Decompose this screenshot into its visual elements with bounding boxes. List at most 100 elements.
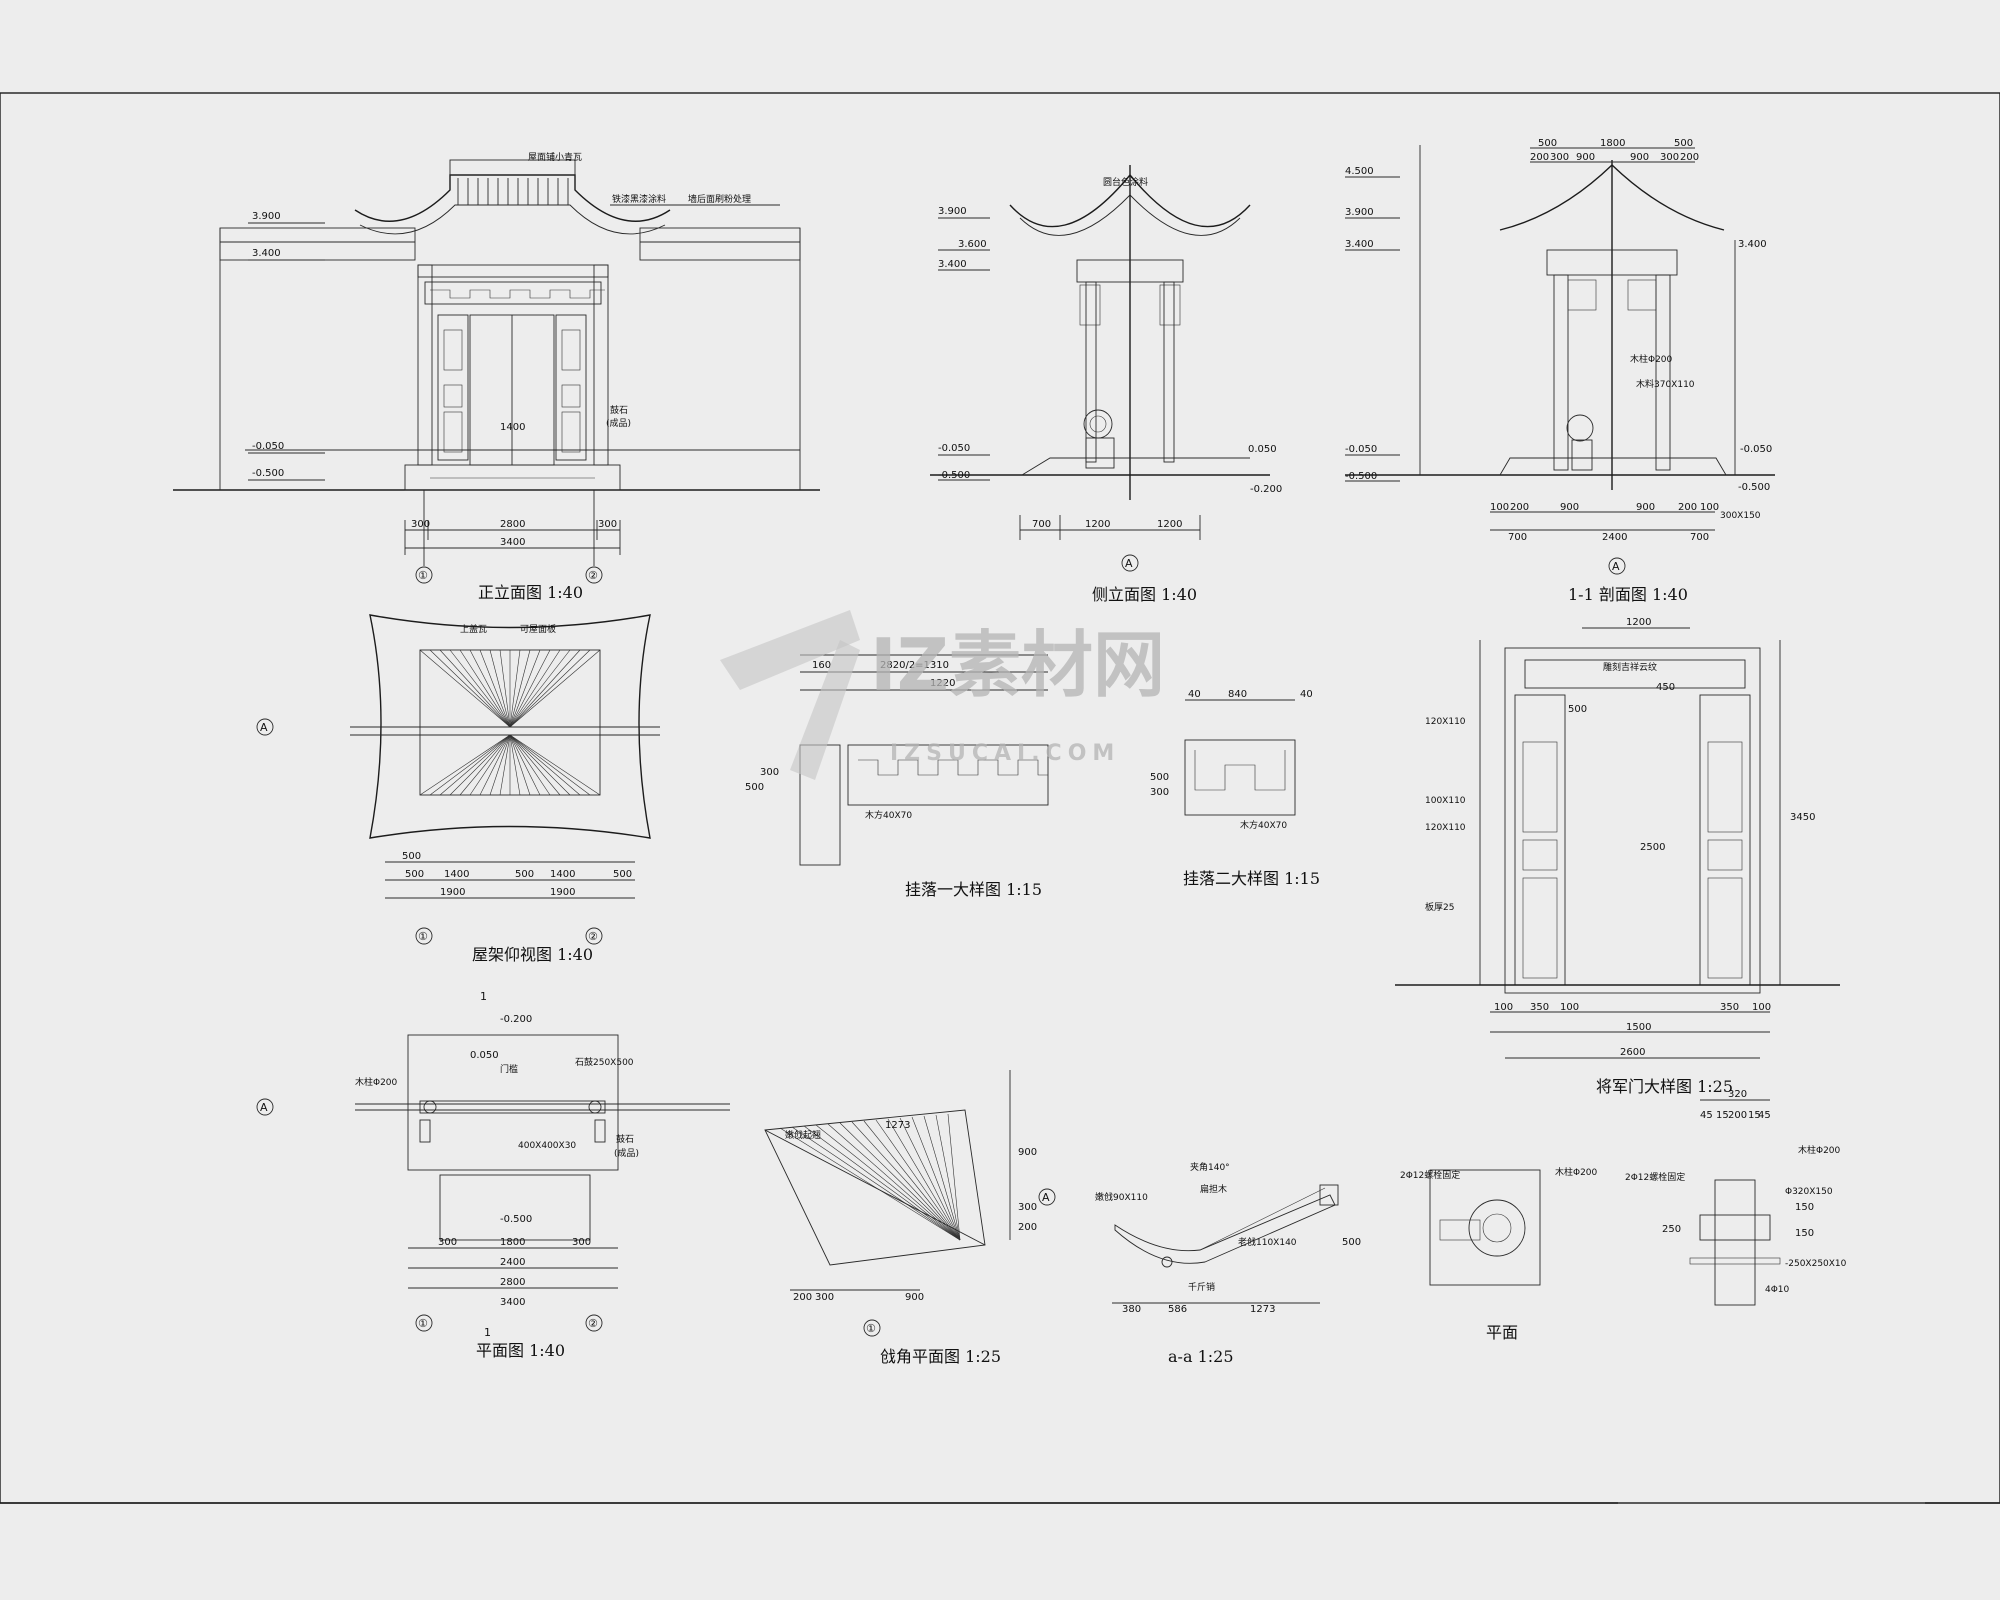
s11-dt-2: 1800 (1600, 138, 1625, 149)
pl-dim-6: 3400 (500, 1297, 525, 1308)
cd-note-1: 木柱Φ200 (1798, 1144, 1841, 1156)
watermark-logo-icon (720, 610, 860, 690)
column-plan-view: 木柱Φ200 2Φ12螺栓固定 平面 320 45 15 200 15 45 1… (1400, 1089, 1847, 1342)
s11-dt-9: 200 (1680, 152, 1699, 163)
cd-dim-3: 15 (1716, 1110, 1729, 1121)
s11-db-7: 700 (1508, 532, 1527, 543)
aa-title: a-a 1:25 (1168, 1347, 1234, 1366)
cd-dim-6: 45 (1758, 1110, 1771, 1121)
rp-axis-1: ① (418, 930, 428, 943)
pl-dim-5: 2800 (500, 1277, 525, 1288)
s11-level-8: -0.500 (1738, 482, 1770, 493)
pl-note-1: 木柱Φ200 (355, 1076, 398, 1088)
gd-note-5: 雕刻吉祥云纹 (1603, 661, 1657, 673)
d2-dim-4: 500 (1150, 772, 1169, 783)
d2-title: 挂落二大样图 1:15 (1183, 869, 1320, 888)
pl-axis-2: ② (588, 1317, 598, 1330)
cd-dim-8: 250 (1662, 1224, 1681, 1235)
cd-dim-4: 200 (1728, 1110, 1747, 1121)
se-level-5: -0.500 (938, 470, 970, 481)
gd-title: 将军门大样图 1:25 (1596, 1077, 1733, 1096)
s11-dt-4: 200 (1530, 152, 1549, 163)
se-dim-3: 1200 (1157, 519, 1182, 530)
se-dim-1: 700 (1032, 519, 1051, 530)
s11-dt-7: 900 (1630, 152, 1649, 163)
s11-dt-6: 900 (1576, 152, 1595, 163)
s11-db-3: 900 (1560, 502, 1579, 513)
cd-dim-7: 150 (1795, 1202, 1814, 1213)
cplan-title: 平面 (1486, 1323, 1518, 1342)
gd-dim-10: 350 (1720, 1002, 1739, 1013)
rp-title: 屋架仰视图 1:40 (472, 945, 593, 964)
fe-title: 正立面图 1:40 (478, 583, 583, 602)
rp-dim-3: 500 (405, 869, 424, 880)
cp-dim-7: 200 (1018, 1222, 1037, 1233)
fe-axis-1: ① (418, 569, 428, 582)
d2-dim-3: 40 (1300, 689, 1313, 700)
gd-dim-12: 2600 (1620, 1047, 1645, 1058)
s11-title: 1-1 剖面图 1:40 (1568, 585, 1688, 604)
aa-dim-1: 380 (1122, 1304, 1141, 1315)
gd-note-2: 100X110 (1425, 796, 1466, 806)
cp-title: 戗角平面图 1:25 (880, 1347, 1001, 1366)
pl-dim-4: 2400 (500, 1257, 525, 1268)
cd-dim-2: 45 (1700, 1110, 1713, 1121)
s11-dt-5: 300 (1550, 152, 1569, 163)
cp-dim-4: 900 (905, 1292, 924, 1303)
rp-dim-8: 1900 (550, 887, 575, 898)
d1-note: 木方40X70 (865, 809, 912, 821)
pl-note-3: 门槛 (500, 1063, 518, 1075)
aa-note-4: 嫩戗90X110 (1095, 1191, 1148, 1203)
cp-dim-6: 300 (1018, 1202, 1037, 1213)
cd-note-2: 2Φ12螺栓固定 (1625, 1171, 1685, 1183)
se-level-2: 3.600 (958, 239, 987, 250)
rp-dim-2: 1400 (444, 869, 469, 880)
cp-dim-2: 200 (793, 1292, 812, 1303)
s11-dt-1: 500 (1538, 138, 1557, 149)
cp-axis-2: A (1042, 1191, 1050, 1204)
s11-dt-3: 500 (1674, 138, 1693, 149)
fe-dim-1: 300 (411, 519, 430, 530)
gd-dim-8: 100 (1560, 1002, 1579, 1013)
rp-dim-7: 1900 (440, 887, 465, 898)
rp-axis-3: A (260, 721, 268, 734)
fe-note-paint: 铁漆黑漆涂料 (612, 193, 666, 205)
s11-db-8: 2400 (1602, 532, 1627, 543)
aa-dim-3: 1273 (1250, 1304, 1275, 1315)
pl-note-6: 400X400X30 (518, 1141, 576, 1151)
rp-dim-4: 500 (515, 869, 534, 880)
d2-note: 木方40X70 (1240, 819, 1287, 831)
fe-note-roof: 屋面铺小青瓦 (528, 151, 582, 163)
s11-note-timber: 木料370X110 (1636, 378, 1695, 390)
fe-level-4: -0.500 (252, 468, 284, 479)
d2-dim-2: 40 (1188, 689, 1201, 700)
cd-dim-9: 150 (1795, 1228, 1814, 1239)
pl-axis-3: A (260, 1101, 268, 1114)
pl-level-1: -0.200 (500, 1014, 532, 1025)
pl-level-3: 0.050 (470, 1050, 499, 1061)
gd-note-1: 120X110 (1425, 717, 1466, 727)
fe-note-drum-sub: (成品) (606, 417, 631, 429)
se-level-4: -0.050 (938, 443, 970, 454)
fe-note-drum: 鼓石 (610, 404, 628, 416)
rp-note-1: 上盖瓦 (460, 623, 487, 635)
d2-dim-5: 300 (1150, 787, 1169, 798)
gd-note-3: 120X110 (1425, 823, 1466, 833)
s11-axis: A (1612, 560, 1620, 573)
pl-cut-2: 1 (484, 1326, 491, 1339)
s11-level-5: -0.500 (1345, 471, 1377, 482)
s11-note-size: 300X150 (1720, 511, 1761, 521)
general-door-view: 1200 450 500 2500 3450 100 350 100 1500 … (1395, 617, 1840, 1096)
se-level-6: 0.050 (1248, 444, 1277, 455)
plan-view: -0.200 -0.500 0.050 木柱Φ200 石鼓250X500 门槛 … (256, 990, 730, 1360)
s11-level-2: 3.900 (1345, 207, 1374, 218)
aa-dim-4: 500 (1342, 1237, 1361, 1248)
s11-db-4: 900 (1636, 502, 1655, 513)
corner-plan-view: 1273 200 300 900 900 300 200 嫩戗起翘 ① A 戗角… (764, 1070, 1056, 1366)
detail-2-view: 840 40 40 500 300 木方40X70 挂落二大样图 1:15 (1150, 689, 1320, 888)
aa-note-5: 千斤销 (1188, 1281, 1215, 1293)
fe-level-1: 3.900 (252, 211, 281, 222)
d2-dim-1: 840 (1228, 689, 1247, 700)
gd-dim-2: 450 (1656, 682, 1675, 693)
fe-dim-2: 2800 (500, 519, 525, 530)
